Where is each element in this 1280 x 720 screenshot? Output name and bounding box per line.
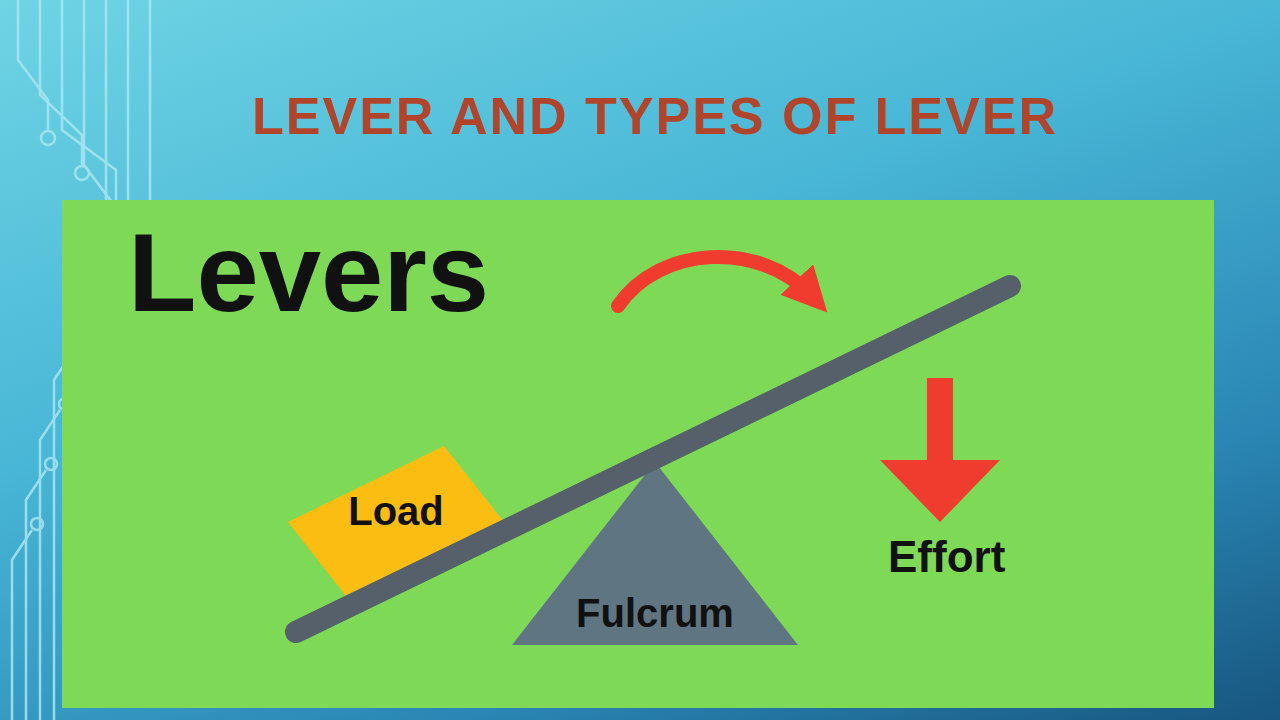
- load-box: Load: [286, 444, 506, 598]
- lever-bar: [296, 286, 1010, 632]
- green-panel: [62, 200, 1214, 708]
- heading-word: Levers: [128, 208, 489, 337]
- slide-title: LEVER AND TYPES OF LEVER: [0, 86, 1280, 146]
- node-label: Load: [348, 489, 444, 534]
- fulcrum-triangle-node: Fulcrum: [512, 462, 798, 645]
- node-label: Fulcrum: [576, 591, 734, 636]
- effort-label: Effort: [888, 532, 1005, 582]
- effort-arrow-head: [880, 460, 1000, 522]
- rotation-arrow: [618, 257, 812, 306]
- fulcrum-triangle: [512, 462, 798, 645]
- effort-arrow-shaft: [927, 378, 953, 470]
